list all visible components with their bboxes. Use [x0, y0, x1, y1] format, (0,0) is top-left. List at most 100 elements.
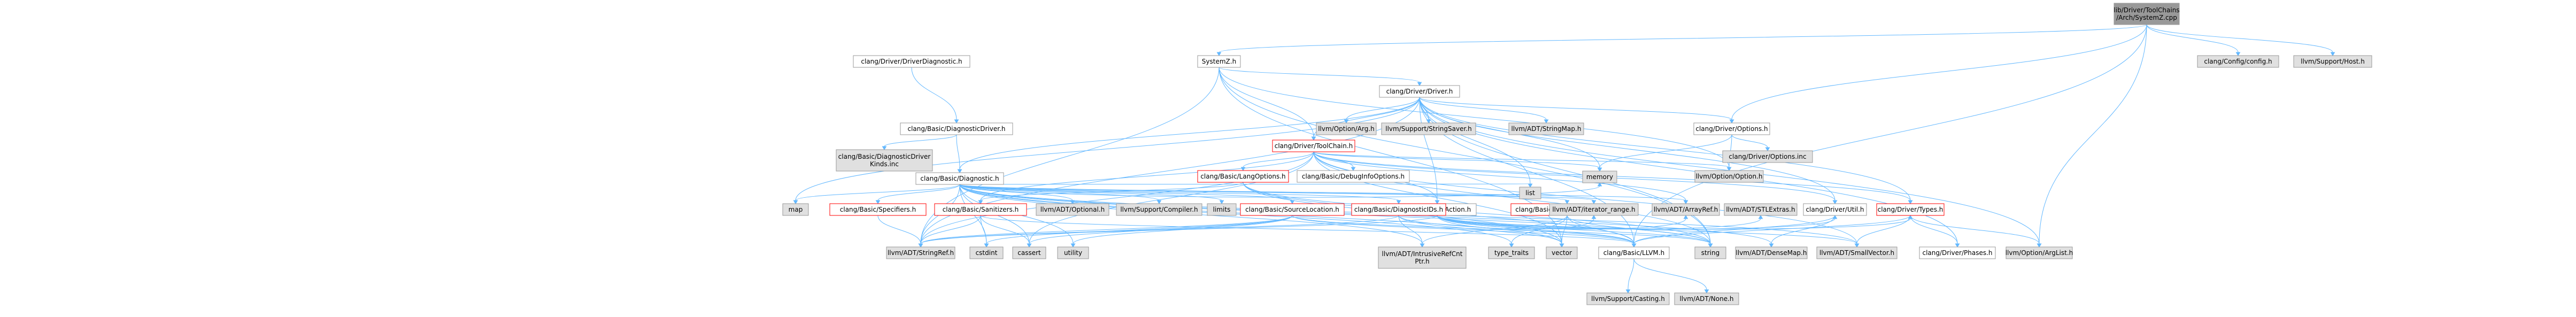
node-label: list [1525, 189, 1535, 197]
node-label: /Arch/SystemZ.cpp [2116, 14, 2177, 21]
node-label: clang/Basic/LangOptions.h [1200, 173, 1285, 180]
node-label: clang/Driver/Types.h [1878, 206, 1943, 213]
edge-driverdiag-to-basicdiagdriver [911, 67, 959, 123]
node-label: cstdint [976, 249, 998, 257]
edge-driveraction-to-stringref [918, 215, 1438, 248]
edge-diagoptions-to-intrusive [1420, 215, 1568, 248]
node-label: memory [1586, 173, 1613, 181]
edge-specifiers-to-stringref [877, 215, 923, 248]
node-list: list [1519, 187, 1541, 199]
edge-basicdiag-to-memory [959, 182, 1602, 198]
edge-langoptions-to-sanitizers [978, 182, 1244, 204]
node-sourceloc[interactable]: clang/Basic/SourceLocation.h [1240, 203, 1345, 216]
node-debuginfo[interactable]: clang/Basic/DebugInfoOptions.h [1297, 170, 1410, 183]
node-label: clang/Driver/DriverDiagnostic.h [861, 58, 962, 65]
edge-basicdiag-to-compiler [959, 184, 1162, 204]
node-cassert: cassert [1012, 246, 1046, 259]
node-label: SystemZ.h [1202, 58, 1236, 65]
node-optionsinc: clang/Driver/Options.inc [1722, 150, 1813, 163]
graph-nodes: lib/Driver/ToolChains/Arch/SystemZ.cppSy… [782, 3, 2372, 305]
node-basicdiagdriver[interactable]: clang/Basic/DiagnosticDriver.h [900, 122, 1013, 135]
node-optoption: llvm/Option/Option.h [1694, 170, 1764, 183]
node-label: Kinds.inc [870, 160, 899, 168]
node-basicllvm[interactable]: clang/Basic/LLVM.h [1598, 246, 1670, 259]
node-none: llvm/ADT/None.h [1674, 292, 1739, 305]
node-label: clang/Basic/DebugInfoOptions.h [1302, 173, 1405, 180]
node-vector: vector [1546, 246, 1578, 259]
edge-driveroptions-to-memory [1597, 134, 1732, 172]
edge-driveraction-to-iterrange [1437, 215, 1596, 230]
node-label: llvm/Support/StringSaver.h [1385, 125, 1472, 133]
node-label: llvm/Option/ArgList.h [2006, 249, 2073, 257]
edge-types-to-basicllvm [1631, 215, 1911, 248]
node-label: clang/Driver/Phases.h [1922, 249, 1992, 257]
node-toolchain[interactable]: clang/Driver/ToolChain.h [1272, 140, 1355, 152]
node-driveroptions[interactable]: clang/Driver/Options.h [1693, 122, 1770, 135]
node-label: llvm/ADT/SmallVector.h [1819, 249, 1894, 257]
edge-systemz-h-to-stringref [918, 67, 1220, 248]
edge-basicdiag-to-sourceloc [959, 184, 1295, 204]
node-label: llvm/Support/Casting.h [1591, 295, 1665, 303]
edge-types-to-phases [1910, 215, 1960, 248]
node-arglist: llvm/Option/ArgList.h [2006, 246, 2073, 259]
node-config: clang/Config/config.h [2197, 55, 2279, 68]
node-label: llvm/ADT/STLExtras.h [1726, 206, 1795, 213]
edge-basicdiagdriver-to-diagdriverkinds [882, 134, 957, 150]
node-basicdiag[interactable]: clang/Basic/Diagnostic.h [915, 172, 1004, 185]
node-types[interactable]: clang/Driver/Types.h [1876, 203, 1945, 216]
edge-diagoptions-to-vector [1559, 215, 1568, 248]
edge-driver-h-to-list [1419, 97, 1533, 188]
node-label: llvm/ADT/iterator_range.h [1552, 206, 1635, 213]
node-compiler: llvm/Support/Compiler.h [1116, 203, 1202, 216]
edge-basicllvm-to-casting [1625, 258, 1634, 293]
node-limits: limits [1207, 203, 1237, 216]
node-host: llvm/Support/Host.h [2293, 55, 2372, 68]
node-label: llvm/Support/Compiler.h [1120, 206, 1198, 213]
node-stringmap: llvm/ADT/StringMap.h [1508, 122, 1584, 135]
node-label: llvm/ADT/ArrayRef.h [1654, 206, 1718, 213]
node-specifiers[interactable]: clang/Basic/Specifiers.h [829, 203, 927, 216]
node-label: clang/Basic/DiagnosticDriver [838, 153, 931, 160]
node-stlextras: llvm/ADT/STLExtras.h [1724, 203, 1798, 216]
node-label: llvm/ADT/StringRef.h [888, 249, 954, 257]
node-label: string [1701, 249, 1719, 257]
node-label: clang/Basic/DiagnosticIDs.h [1354, 206, 1443, 213]
graph-edges [793, 24, 2335, 293]
node-label: clang/Basic/SourceLocation.h [1245, 206, 1339, 213]
edge-sourceloc-to-cstdint [984, 215, 1293, 248]
node-label: clang/Config/config.h [2204, 58, 2272, 65]
edge-toolchain-to-langoptions [1240, 151, 1314, 171]
node-label: llvm/ADT/StringMap.h [1511, 125, 1582, 133]
edge-root-to-arglist [2037, 24, 2147, 248]
edge-basicdiag-to-diagids [959, 184, 1401, 204]
node-label: clang/Basic/Diagnostic.h [920, 175, 999, 182]
node-util[interactable]: clang/Driver/Util.h [1803, 203, 1867, 216]
node-langoptions[interactable]: clang/Basic/LangOptions.h [1197, 170, 1289, 183]
node-label: clang/Basic/DiagnosticDriver.h [908, 125, 1006, 133]
edge-toolchain-to-memory [1313, 151, 1602, 172]
node-map: map [782, 203, 809, 216]
node-diagids[interactable]: clang/Basic/DiagnosticIDs.h [1351, 203, 1446, 216]
node-driverdiag[interactable]: clang/Driver/DriverDiagnostic.h [853, 55, 970, 68]
node-root: lib/Driver/ToolChains/Arch/SystemZ.cpp [2114, 3, 2180, 25]
node-label: llvm/ADT/None.h [1679, 295, 1733, 303]
edge-diagids-to-intrusive [1398, 215, 1425, 248]
node-phases[interactable]: clang/Driver/Phases.h [1919, 246, 1996, 259]
node-label: llvm/Option/Arg.h [1318, 125, 1375, 133]
node-label: map [789, 206, 803, 213]
node-cstdint: cstdint [969, 246, 1004, 259]
node-label: llvm/ADT/DenseMap.h [1736, 249, 1807, 257]
node-systemz-h[interactable]: SystemZ.h [1197, 55, 1241, 68]
node-densemap: llvm/ADT/DenseMap.h [1735, 246, 1808, 259]
edge-basicdiag-to-limits [959, 184, 1224, 204]
node-label: clang/Driver/ToolChain.h [1275, 142, 1353, 150]
node-driver-h[interactable]: clang/Driver/Driver.h [1379, 85, 1460, 98]
edge-driveraction-to-arrayref [1437, 215, 1688, 230]
node-sanitizers[interactable]: clang/Basic/Sanitizers.h [934, 203, 1027, 216]
node-string: string [1694, 246, 1726, 259]
edge-basicdiagdriver-to-basicdiag [956, 134, 962, 173]
node-label: llvm/Option/Option.h [1695, 173, 1762, 180]
